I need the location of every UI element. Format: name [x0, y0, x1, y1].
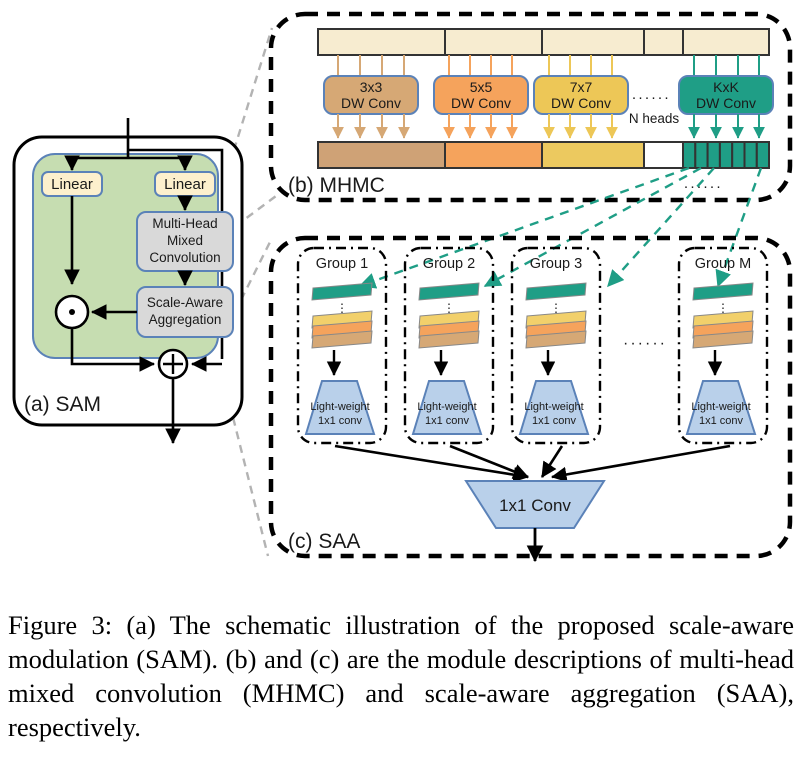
saa-group-m-conv-line2: 1x1 conv: [699, 415, 744, 427]
mhmc-head-3x3: 3x3 DW Conv: [323, 75, 419, 115]
saa-group-3-dots: ⋮: [550, 301, 562, 315]
saa-group-2-title: Group 2: [423, 256, 475, 272]
sam-saa-line2: Aggregation: [149, 312, 222, 327]
saa-final-conv-label: 1x1 Conv: [499, 496, 571, 515]
sam-linear-right-label: Linear: [164, 176, 206, 193]
mhmc-head-kxk-kernel: KxK: [713, 79, 739, 95]
figure-caption: Figure 3: (a) The schematic illustration…: [8, 608, 794, 744]
saa-group-1-conv-line2: 1x1 conv: [318, 415, 363, 427]
saa-group-3: Group 3 ⋮ Light-weight 1x1 conv: [510, 246, 602, 445]
sam-linear-right: Linear: [154, 171, 216, 197]
link-to-group-1: [358, 166, 690, 289]
mhmc-input-bar: [317, 28, 770, 56]
figure-caption-text: Figure 3: (a) The schematic illustration…: [8, 610, 794, 742]
panel-saa: Group 1 ⋮ Light-weight 1x1 conv Group 2 …: [268, 235, 793, 563]
saa-group-ellipsis: ······: [623, 335, 667, 352]
saa-group-m: Group M ⋮ Light-weight 1x1 conv: [677, 246, 769, 445]
sam-linear-left-label: Linear: [51, 176, 93, 193]
saa-group-2-conv-line1: Light-weight: [417, 401, 476, 413]
panel-b-label: (b) MHMC: [288, 174, 385, 197]
sam-mhmc-block: Multi-Head Mixed Convolution: [136, 211, 234, 272]
sam-saa-block: Scale-Aware Aggregation: [136, 286, 234, 338]
mhmc-head-7x7-kernel: 7x7: [570, 79, 593, 95]
saa-aggregation-arrows: [334, 444, 731, 483]
sam-mhmc-line3: Convolution: [149, 250, 220, 265]
link-to-group-2: [483, 166, 702, 288]
panel-mhmc: 3x3 DW Conv 5x5 DW Conv 7x7 DW Conv KxK …: [268, 11, 793, 203]
saa-group-3-title: Group 3: [530, 256, 582, 272]
mhmc-head-5x5-type: DW Conv: [451, 95, 511, 111]
mhmc-head-7x7-type: DW Conv: [551, 95, 611, 111]
mhmc-heads-ellipsis: ······: [632, 89, 671, 106]
mhmc-heads-label: N heads: [629, 111, 680, 126]
mhmc-head-3x3-type: DW Conv: [341, 95, 401, 111]
saa-group-m-conv-line1: Light-weight: [691, 401, 750, 413]
panel-a-label: (a) SAM: [24, 393, 101, 416]
mhmc-output-teal-cells: [682, 141, 770, 169]
panel-sam: Linear Linear Multi-Head Mixed Convoluti…: [12, 118, 244, 445]
mhmc-output-bar: [317, 141, 770, 169]
mhmc-head-kxk-type: DW Conv: [696, 95, 756, 111]
saa-group-m-title: Group M: [695, 256, 751, 272]
link-to-group-3: [607, 167, 715, 288]
elementwise-add-node: [157, 348, 189, 380]
mhmc-head-7x7: 7x7 DW Conv: [533, 75, 629, 115]
mhmc-head-3x3-kernel: 3x3: [360, 79, 383, 95]
saa-group-1-dots: ⋮: [336, 301, 348, 315]
mhmc-head-5x5-kernel: 5x5: [470, 79, 493, 95]
sam-mhmc-line1: Multi-Head: [152, 216, 217, 231]
mhmc-to-saa-links: [358, 166, 763, 289]
mhmc-head-kxk: KxK DW Conv: [678, 75, 774, 115]
figure-3-diagram: Linear Linear Multi-Head Mixed Convoluti…: [12, 11, 793, 563]
saa-group-1-title: Group 1: [316, 256, 368, 272]
saa-group-3-conv-line2: 1x1 conv: [532, 415, 577, 427]
sam-mhmc-line2: Mixed: [167, 233, 203, 248]
panel-c-label: (c) SAA: [288, 530, 360, 553]
sam-linear-left: Linear: [41, 171, 103, 197]
mhmc-input-lines: [337, 55, 760, 78]
saa-group-2-dots: ⋮: [443, 301, 455, 315]
link-to-group-m: [715, 167, 763, 288]
saa-final-conv: 1x1 Conv: [464, 480, 606, 529]
saa-group-1-conv-line1: Light-weight: [310, 401, 369, 413]
mhmc-output-lines: [332, 114, 765, 139]
mhmc-head-5x5: 5x5 DW Conv: [433, 75, 529, 115]
elementwise-multiply-node: [54, 294, 90, 330]
mhmc-bottom-ellipsis: ······: [684, 178, 723, 195]
saa-group-3-conv-line1: Light-weight: [524, 401, 583, 413]
saa-group-1: Group 1 ⋮ Light-weight 1x1 conv: [296, 246, 388, 445]
saa-group-2: Group 2 ⋮ Light-weight 1x1 conv: [403, 246, 495, 445]
saa-group-m-dots: ⋮: [717, 301, 729, 315]
saa-group-2-conv-line2: 1x1 conv: [425, 415, 470, 427]
sam-saa-line1: Scale-Aware: [147, 295, 223, 310]
